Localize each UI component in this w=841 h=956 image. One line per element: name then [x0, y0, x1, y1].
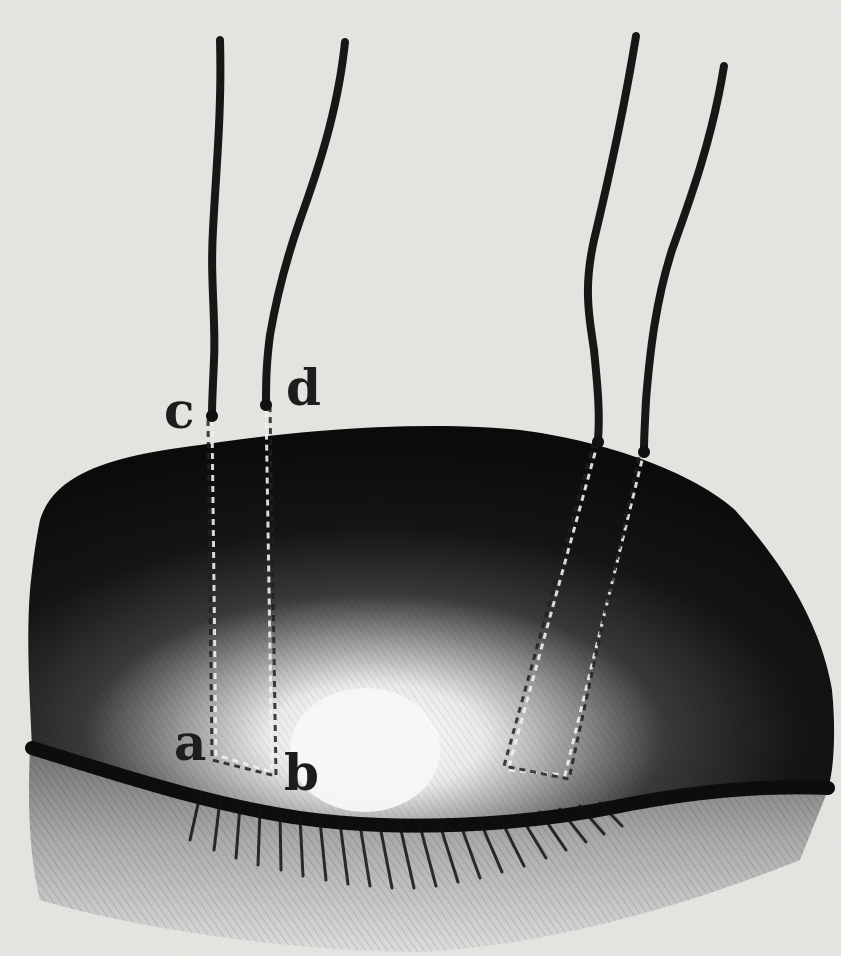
label-c: c [164, 381, 194, 440]
label-d: d [286, 358, 321, 417]
label-a: a [174, 713, 206, 772]
label-b: b [284, 743, 319, 802]
point-c-dot [206, 410, 218, 422]
right-entry-dot-2 [638, 446, 650, 458]
right-entry-dot-1 [592, 436, 604, 448]
point-d-dot [260, 399, 272, 411]
